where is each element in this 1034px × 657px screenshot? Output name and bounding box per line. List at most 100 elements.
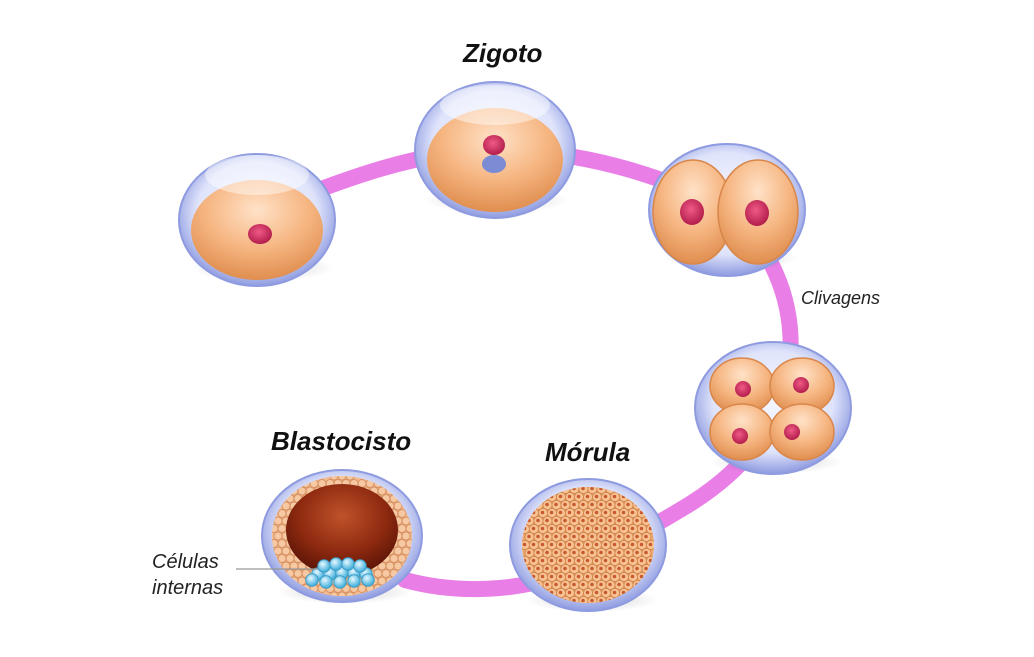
morula-cell-nucleus bbox=[603, 590, 608, 595]
morula-cell-nucleus bbox=[626, 534, 630, 539]
morula-cell-nucleus bbox=[567, 574, 572, 579]
zygote-stage bbox=[414, 81, 576, 219]
trophoblast-cell bbox=[273, 546, 283, 556]
morula-cell-nucleus bbox=[576, 510, 581, 515]
trophoblast-cell bbox=[373, 569, 383, 578]
morula-cell-nucleus bbox=[581, 487, 585, 491]
trophoblast-cell bbox=[393, 561, 403, 571]
morula-cell-nucleus bbox=[581, 502, 585, 507]
trophoblast-cell bbox=[345, 476, 355, 481]
trophoblast-cell bbox=[385, 561, 395, 571]
morula-cell-nucleus bbox=[576, 526, 581, 531]
trophoblast-cell bbox=[277, 539, 287, 548]
morula-cell-nucleus bbox=[617, 550, 621, 555]
trophoblast-cell bbox=[397, 554, 407, 563]
morula-cell-nucleus bbox=[599, 582, 603, 587]
morula-cell-nucleus bbox=[581, 518, 585, 523]
morula-cell-nucleus bbox=[644, 566, 648, 571]
trophoblast-cell bbox=[389, 554, 399, 563]
morula-cell-nucleus bbox=[563, 566, 567, 571]
morula-cell-nucleus bbox=[594, 558, 599, 563]
inner-cell bbox=[353, 559, 367, 573]
morula-cell-nucleus bbox=[581, 582, 585, 587]
cleavage-label: Clivagens bbox=[801, 288, 881, 308]
morula-cell-nucleus bbox=[590, 598, 594, 603]
morula-cell-nucleus bbox=[585, 574, 590, 579]
morula-cell-nucleus bbox=[594, 526, 599, 531]
morula-cell-nucleus bbox=[567, 494, 572, 499]
morula-cell-nucleus bbox=[599, 502, 603, 507]
morula-cell-nucleus bbox=[585, 510, 590, 515]
trophoblast-cell bbox=[393, 546, 403, 556]
morula-cell-nucleus bbox=[567, 510, 572, 515]
morula-cell-nucleus bbox=[531, 526, 536, 531]
morula-cell-nucleus bbox=[626, 502, 630, 507]
trophoblast-cell bbox=[397, 509, 407, 518]
inner-cell bbox=[347, 574, 361, 588]
morula-cell-nucleus bbox=[563, 534, 567, 539]
morula-cell-nucleus bbox=[581, 598, 585, 603]
morula-cell-nucleus bbox=[630, 542, 635, 547]
morula-cell-nucleus bbox=[621, 574, 626, 579]
trophoblast-cell bbox=[393, 501, 403, 511]
blastocyst-label: Blastocisto bbox=[271, 426, 412, 456]
morula-cell-nucleus bbox=[540, 510, 545, 515]
inner-cell bbox=[361, 573, 375, 587]
zygote-label: Zigoto bbox=[463, 38, 543, 68]
morula-cell-nucleus bbox=[626, 566, 630, 571]
morula-cell-nucleus bbox=[603, 526, 608, 531]
morula-cell-nucleus bbox=[567, 542, 572, 547]
morula-cell-nucleus bbox=[608, 518, 612, 523]
morula-cell-nucleus bbox=[630, 510, 635, 515]
morula-cell-nucleus bbox=[599, 550, 603, 555]
trophoblast-cell bbox=[285, 554, 295, 563]
trophoblast-cell bbox=[337, 476, 347, 481]
morula-cell-nucleus bbox=[549, 574, 554, 579]
morula-cell-nucleus bbox=[617, 534, 621, 539]
morula-cell-nucleus bbox=[590, 582, 594, 587]
morula-cell-nucleus bbox=[558, 542, 563, 547]
morula-cell-nucleus bbox=[621, 510, 626, 515]
morula-cell-nucleus bbox=[603, 494, 608, 499]
morula-cell-nucleus bbox=[554, 534, 558, 539]
morula-cell-nucleus bbox=[644, 534, 648, 539]
morula-cell-nucleus bbox=[576, 574, 581, 579]
trophoblast-cell bbox=[397, 539, 407, 548]
morula-cell-nucleus bbox=[599, 598, 603, 603]
morula-cell-nucleus bbox=[558, 510, 563, 515]
trophoblast-cell bbox=[277, 509, 287, 518]
inner-cell bbox=[333, 575, 347, 589]
morula-cell-nucleus bbox=[599, 534, 603, 539]
morula-cell-nucleus bbox=[545, 502, 549, 507]
morula-cell-nucleus bbox=[554, 582, 558, 587]
morula-cell-nucleus bbox=[630, 526, 635, 531]
morula-cell-nucleus bbox=[522, 542, 527, 547]
inner-cell bbox=[341, 557, 355, 571]
trophoblast-cell bbox=[329, 476, 339, 481]
trophoblast-cell bbox=[397, 524, 407, 533]
morula-cell-nucleus bbox=[549, 510, 554, 515]
morula-cell-nucleus bbox=[608, 550, 612, 555]
inner-cell bbox=[305, 573, 319, 587]
morula-cell-nucleus bbox=[536, 518, 540, 523]
trophoblast-cell bbox=[405, 539, 412, 548]
morula-cell-nucleus bbox=[549, 526, 554, 531]
morula-cell-nucleus bbox=[536, 534, 540, 539]
trophoblast-cell bbox=[277, 554, 287, 563]
morula-cell-nucleus bbox=[558, 558, 563, 563]
morula-cell-nucleus bbox=[599, 518, 603, 523]
inner-cell-mass bbox=[305, 557, 375, 589]
morula-cell-nucleus bbox=[594, 542, 599, 547]
morula-cell-nucleus bbox=[590, 487, 594, 491]
morula-stage bbox=[509, 478, 667, 612]
morula-cell-nucleus bbox=[572, 550, 576, 555]
morula-cell-nucleus bbox=[545, 534, 549, 539]
morula-cell-nucleus bbox=[603, 558, 608, 563]
morula-cell-nucleus bbox=[558, 574, 563, 579]
morula-cell-nucleus bbox=[612, 510, 617, 515]
morula-cell-nucleus bbox=[603, 510, 608, 515]
morula-cell-nucleus bbox=[576, 558, 581, 563]
morula-cell-nucleus bbox=[558, 494, 563, 499]
inner-cell bbox=[317, 559, 331, 573]
